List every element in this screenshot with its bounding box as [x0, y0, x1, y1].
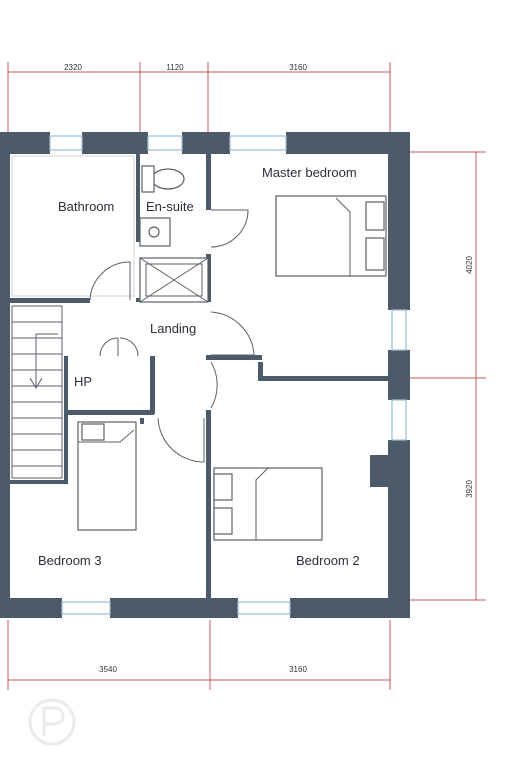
bedroom3-bed	[77, 421, 137, 531]
dim-right-upper: 4020	[465, 256, 474, 274]
toilet-icon	[151, 168, 185, 190]
door-swings	[89, 209, 255, 463]
bathroom-room	[11, 155, 135, 297]
master-bed	[275, 195, 387, 277]
bedroom2-bed	[213, 467, 323, 541]
room-label-bathroom: Bathroom	[58, 199, 114, 214]
dimension-lines	[7, 62, 486, 690]
dim-right-lower: 3920	[465, 480, 474, 498]
dim-bottom-right: 3160	[289, 665, 307, 674]
room-label-landing: Landing	[150, 321, 196, 336]
dim-top-left: 2320	[64, 63, 82, 72]
room-label-bedroom3: Bedroom 3	[38, 553, 102, 568]
watermark-logo	[28, 698, 76, 746]
room-label-bedroom2: Bedroom 2	[296, 553, 360, 568]
staircase	[11, 305, 63, 479]
room-label-hp: HP	[74, 374, 92, 389]
room-label-master-bedroom: Master bedroom	[262, 165, 357, 180]
room-label-ensuite: En-suite	[146, 199, 194, 214]
windows	[49, 135, 407, 615]
external-walls	[0, 132, 410, 618]
dim-top-right: 3160	[289, 63, 307, 72]
dim-bottom-left: 3540	[99, 665, 117, 674]
ensuite-fixtures	[139, 165, 209, 303]
dim-top-middle: 1120	[166, 63, 184, 72]
